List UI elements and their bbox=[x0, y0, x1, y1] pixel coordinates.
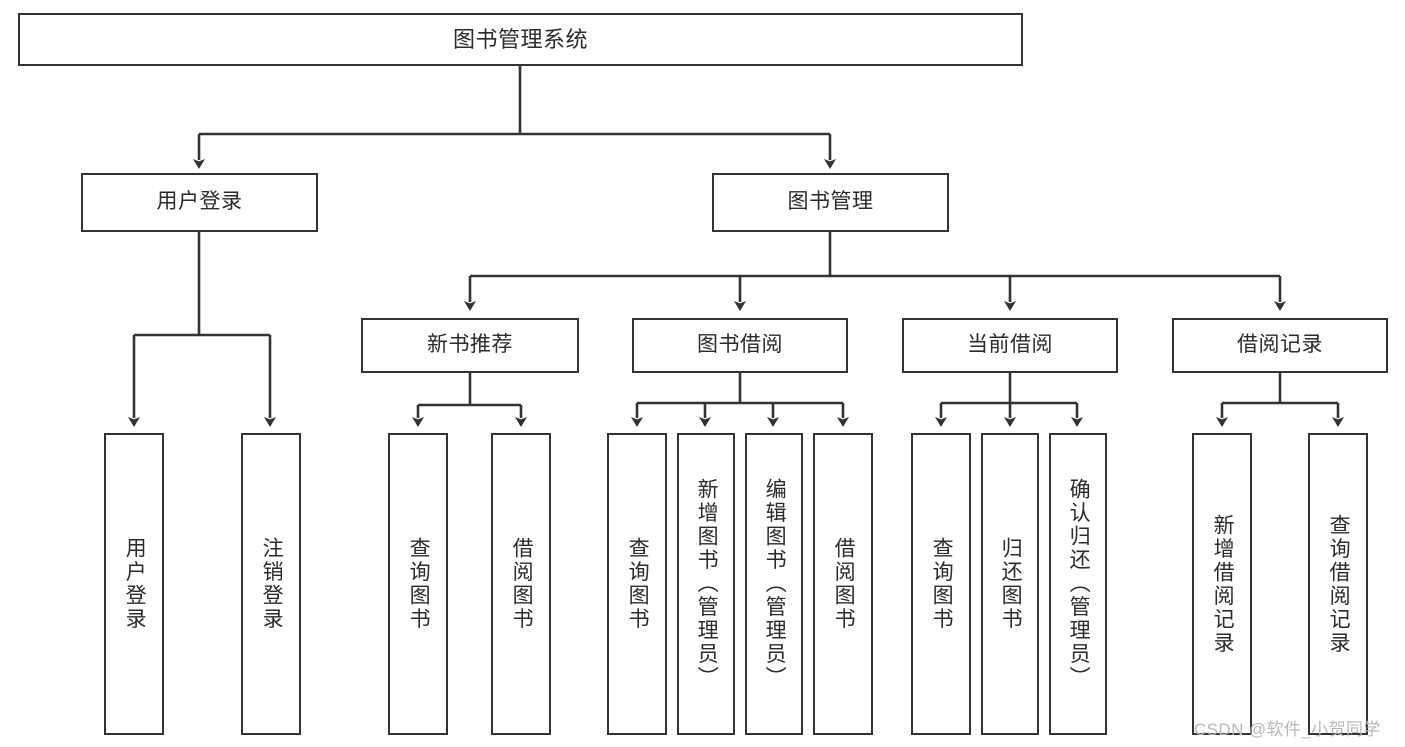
leaf-node-user-login[interactable]: 用户登录 bbox=[104, 433, 164, 735]
csdn-watermark: CSDN @软件_小贺同学 bbox=[1194, 720, 1381, 739]
node-label: 图书管理系统 bbox=[452, 26, 588, 52]
node-new-book-recommendation[interactable]: 新书推荐 bbox=[361, 318, 579, 373]
leaf-node-logout[interactable]: 注销登录 bbox=[241, 433, 301, 735]
node-label: 当前借阅 bbox=[967, 333, 1053, 357]
node-label: 用户登录 bbox=[156, 190, 243, 214]
leaf-node-borrow-books-new[interactable]: 借阅图书 bbox=[491, 433, 551, 735]
node-label: 借阅图书 bbox=[510, 537, 534, 631]
node-label: 查询借阅记录 bbox=[1327, 513, 1351, 655]
node-label: 借阅图书 bbox=[832, 537, 856, 631]
leaf-node-borrow-books[interactable]: 借阅图书 bbox=[813, 433, 873, 735]
node-current-borrowing[interactable]: 当前借阅 bbox=[902, 318, 1118, 373]
leaf-node-query-books-borrow[interactable]: 查询图书 bbox=[607, 433, 667, 735]
node-label: 归还图书 bbox=[999, 537, 1023, 631]
node-label: 查询图书 bbox=[930, 537, 954, 631]
node-user-login[interactable]: 用户登录 bbox=[81, 173, 318, 232]
node-label: 新增借阅记录 bbox=[1211, 513, 1235, 655]
leaf-node-query-borrow-record[interactable]: 查询借阅记录 bbox=[1308, 433, 1368, 735]
node-label: 注销登录 bbox=[260, 537, 284, 631]
node-label: 新增图书（管理员） bbox=[695, 478, 719, 690]
leaf-node-return-books[interactable]: 归还图书 bbox=[981, 433, 1039, 735]
node-label: 借阅记录 bbox=[1237, 333, 1323, 357]
leaf-node-add-book-admin[interactable]: 新增图书（管理员） bbox=[677, 433, 735, 735]
node-label: 编辑图书（管理员） bbox=[763, 478, 787, 690]
node-label: 查询图书 bbox=[407, 537, 431, 631]
node-label: 用户登录 bbox=[123, 537, 147, 631]
leaf-node-query-books-new[interactable]: 查询图书 bbox=[388, 433, 448, 735]
node-book-management[interactable]: 图书管理 bbox=[712, 173, 949, 232]
leaf-node-add-borrow-record[interactable]: 新增借阅记录 bbox=[1192, 433, 1252, 735]
node-label: 查询图书 bbox=[626, 537, 650, 631]
node-label: 新书推荐 bbox=[427, 333, 513, 357]
node-root-book-management-system[interactable]: 图书管理系统 bbox=[18, 13, 1023, 66]
node-label: 图书借阅 bbox=[697, 333, 783, 357]
leaf-node-query-books-current[interactable]: 查询图书 bbox=[911, 433, 971, 735]
node-book-borrowing[interactable]: 图书借阅 bbox=[632, 318, 848, 373]
node-label: 确认归还（管理员） bbox=[1067, 478, 1091, 690]
leaf-node-confirm-return-admin[interactable]: 确认归还（管理员） bbox=[1049, 433, 1107, 735]
node-label: 图书管理 bbox=[787, 190, 874, 214]
leaf-node-edit-book-admin[interactable]: 编辑图书（管理员） bbox=[745, 433, 803, 735]
node-borrow-records[interactable]: 借阅记录 bbox=[1172, 318, 1388, 373]
